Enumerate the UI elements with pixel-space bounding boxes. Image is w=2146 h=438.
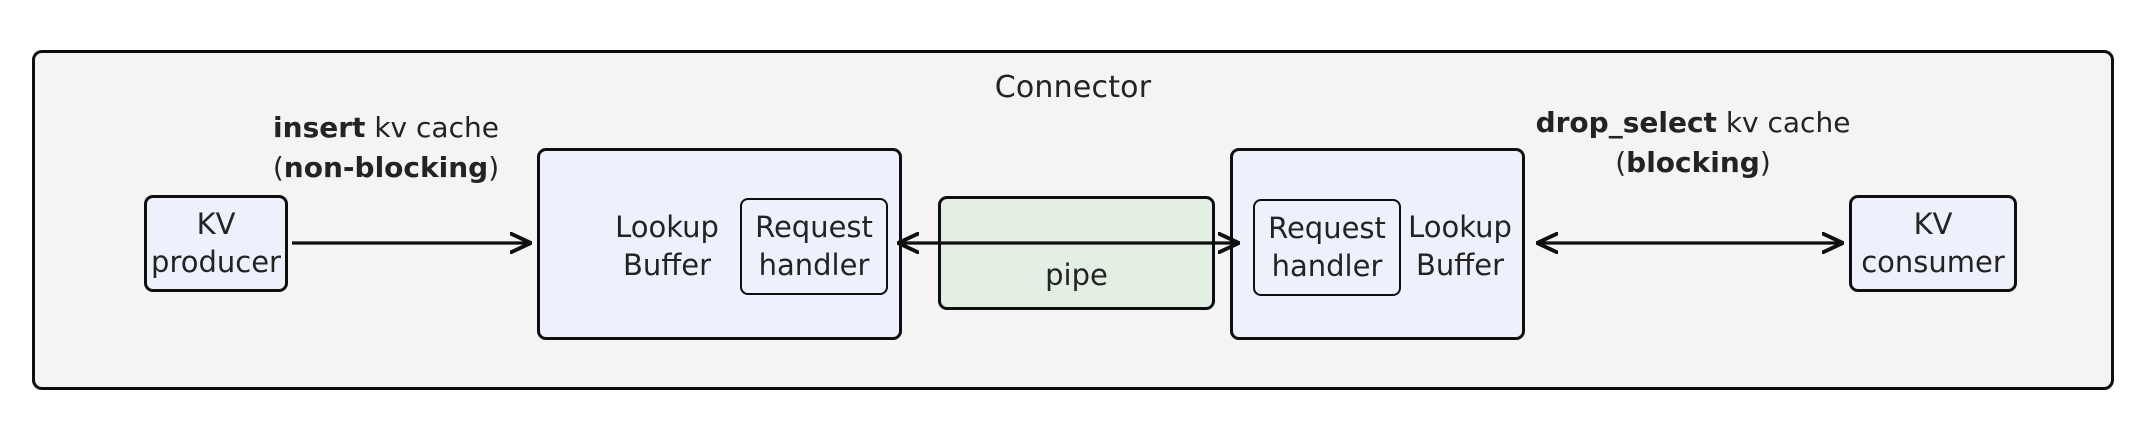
edge-label-drop-select-close: ): [1759, 145, 1771, 179]
edge-label-drop-select-rest: kv cache: [1716, 106, 1851, 139]
node-kv-producer[interactable]: KV producer: [144, 195, 288, 292]
edge-label-insert-line2: (non-blocking): [236, 148, 536, 188]
node-pipe[interactable]: pipe: [938, 196, 1215, 310]
kv-producer-line1: KV: [196, 206, 236, 241]
lookup-buffer-left-line1: Lookup: [615, 210, 719, 245]
kv-producer-line2: producer: [151, 244, 281, 279]
edge-label-drop-select-line1: drop_select kv cache: [1528, 103, 1858, 143]
lookup-buffer-right-line2: Buffer: [1415, 248, 1505, 282]
edge-label-drop-select-mode: blocking: [1626, 145, 1760, 179]
node-request-handler-left[interactable]: Request handler: [740, 198, 888, 295]
node-lookup-buffer-right[interactable]: Request handler Lookup Buffer: [1230, 148, 1525, 340]
edge-label-insert-rest: kv cache: [365, 111, 499, 144]
lookup-buffer-right-label: Lookup Buffer: [1401, 199, 1519, 295]
kv-consumer-line2: consumer: [1861, 244, 2005, 279]
edge-label-insert: insert kv cache (non-blocking): [236, 108, 536, 188]
pipe-label: pipe: [1045, 258, 1108, 293]
kv-consumer-line1: KV: [1913, 206, 1953, 241]
connector-title: Connector: [994, 70, 1152, 105]
edge-label-drop-select-open: (: [1615, 145, 1627, 179]
lookup-buffer-left-line2: Buffer: [622, 248, 712, 282]
edge-label-insert-bold: insert: [273, 111, 366, 144]
node-request-handler-right[interactable]: Request handler: [1253, 199, 1401, 296]
lookup-buffer-left-label: Lookup Buffer: [597, 199, 737, 295]
edge-label-insert-open: (: [272, 150, 284, 184]
edge-label-insert-close: ): [488, 150, 500, 184]
request-handler-right-line2: handler: [1271, 248, 1383, 283]
edge-label-insert-mode: non-blocking: [283, 150, 489, 184]
edge-label-drop-select-line2: (blocking): [1528, 143, 1858, 183]
lookup-buffer-right-line1: Lookup: [1408, 210, 1512, 245]
edge-label-insert-line1: insert kv cache: [236, 108, 536, 148]
node-lookup-buffer-left[interactable]: Lookup Buffer Request handler: [537, 148, 902, 340]
edge-label-drop-select-bold: drop_select: [1535, 106, 1717, 139]
edge-label-drop-select: drop_select kv cache (blocking): [1528, 103, 1858, 183]
node-kv-consumer[interactable]: KV consumer: [1849, 195, 2017, 292]
request-handler-left-line2: handler: [758, 247, 870, 282]
request-handler-right-line1: Request: [1268, 210, 1386, 245]
request-handler-left-line1: Request: [755, 209, 873, 244]
